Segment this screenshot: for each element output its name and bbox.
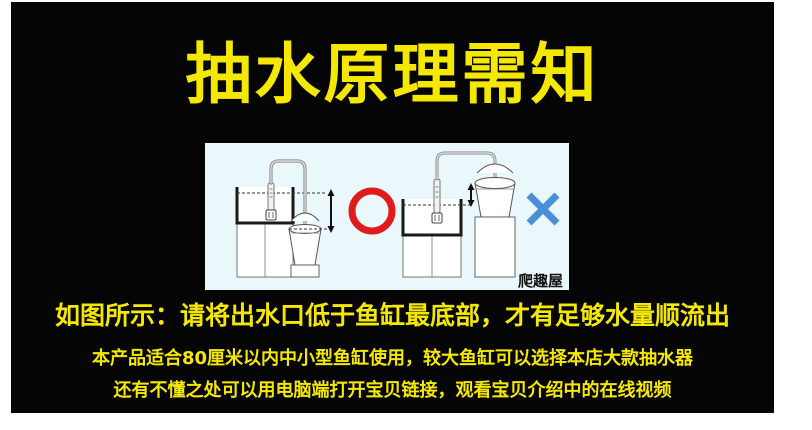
right-bucket-stand bbox=[474, 216, 516, 278]
left-bucket bbox=[288, 212, 329, 278]
page-title: 抽水原理需知 bbox=[185, 36, 600, 113]
right-bucket bbox=[474, 163, 516, 278]
right-height-arrow bbox=[467, 183, 475, 207]
correct-mark-icon bbox=[348, 187, 396, 235]
left-aquarium-tank bbox=[235, 187, 325, 225]
right-siphon-hose bbox=[435, 151, 497, 185]
wrong-mark-icon bbox=[526, 192, 560, 226]
right-cabinet bbox=[402, 234, 462, 278]
caption-line-3: 还有不懂之处可以用电脑端打开宝贝链接，观看宝贝介绍中的在线视频 bbox=[113, 380, 672, 401]
caption-line-1: 如图所示：请将出水口低于鱼缸最底部，才有足够水量顺流出 bbox=[54, 301, 730, 330]
instruction-diagram: 爬趣屋 bbox=[205, 143, 569, 290]
left-cabinet bbox=[236, 222, 294, 278]
left-scene-correct bbox=[235, 159, 335, 278]
right-scene-incorrect bbox=[401, 151, 516, 278]
diagram-svg bbox=[235, 151, 560, 278]
left-height-arrow bbox=[327, 189, 335, 233]
caption-line-2: 本产品适合80厘米以内中小型鱼缸使用，较大鱼缸可以选择本店大款抽水器 bbox=[91, 348, 694, 369]
left-siphon-hose bbox=[269, 159, 307, 237]
brand-watermark: 爬趣屋 bbox=[517, 272, 563, 290]
poster-body: 抽水原理需知 bbox=[11, 2, 774, 413]
left-pump-intake bbox=[265, 182, 277, 221]
left-bucket-stand bbox=[290, 264, 320, 278]
